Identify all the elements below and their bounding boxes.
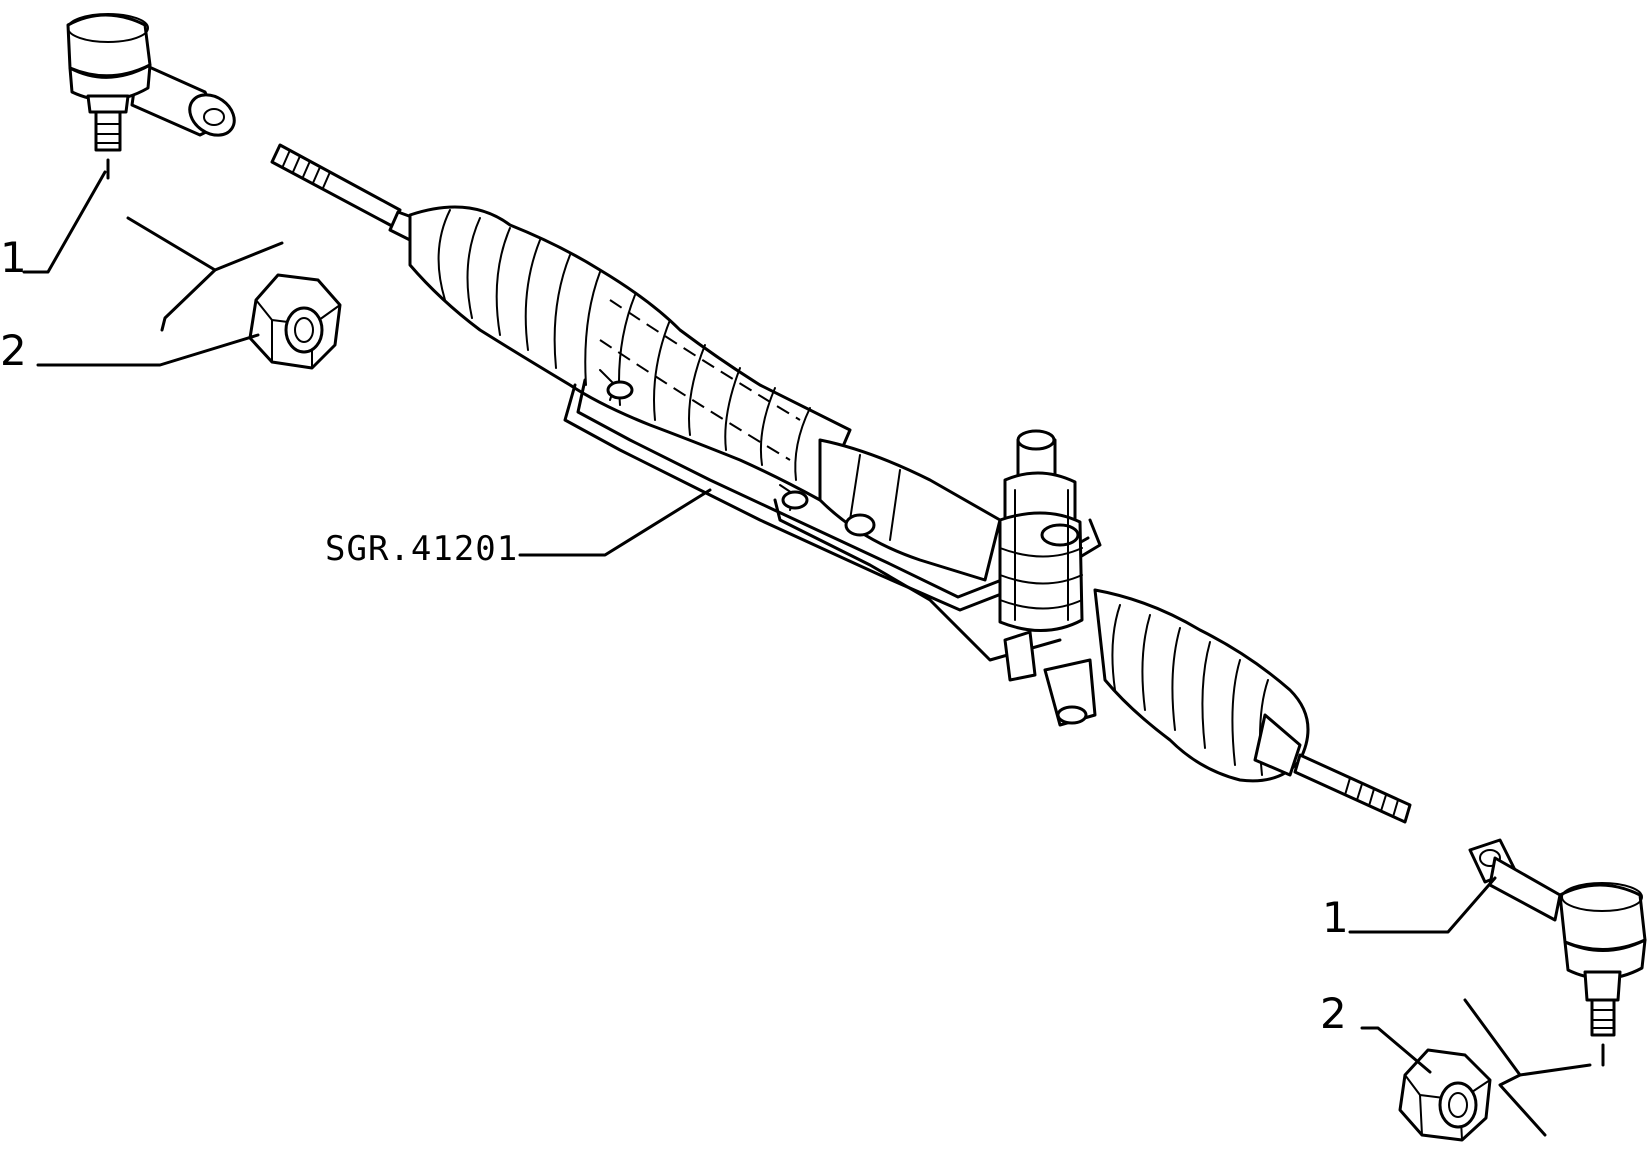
callout-tie-rod-end-right: 1 [1322,893,1349,942]
leader-line-tie-rod-end-left [22,170,107,274]
callout-steering-rack: SGR.41201 [325,529,518,569]
pinion-valve-body [998,429,1084,632]
leader-line-steering-rack [518,488,712,557]
leader-line-nut-right [1360,1026,1432,1074]
nut-left [248,273,342,370]
left-boot [408,205,852,502]
tie-rod-end-right [1463,838,1647,1137]
callout-nut-right: 2 [1320,989,1347,1038]
nut-right [1398,1048,1492,1142]
leader-line-nut-left [36,333,260,367]
callout-tie-rod-end-left: 1 [0,233,27,282]
callout-nut-left: 2 [0,326,27,375]
right-boot [1093,588,1310,783]
tie-rod-end-left [66,13,284,332]
steering-rack-assembly [270,143,1412,824]
leader-line-tie-rod-end-right [1348,876,1497,934]
